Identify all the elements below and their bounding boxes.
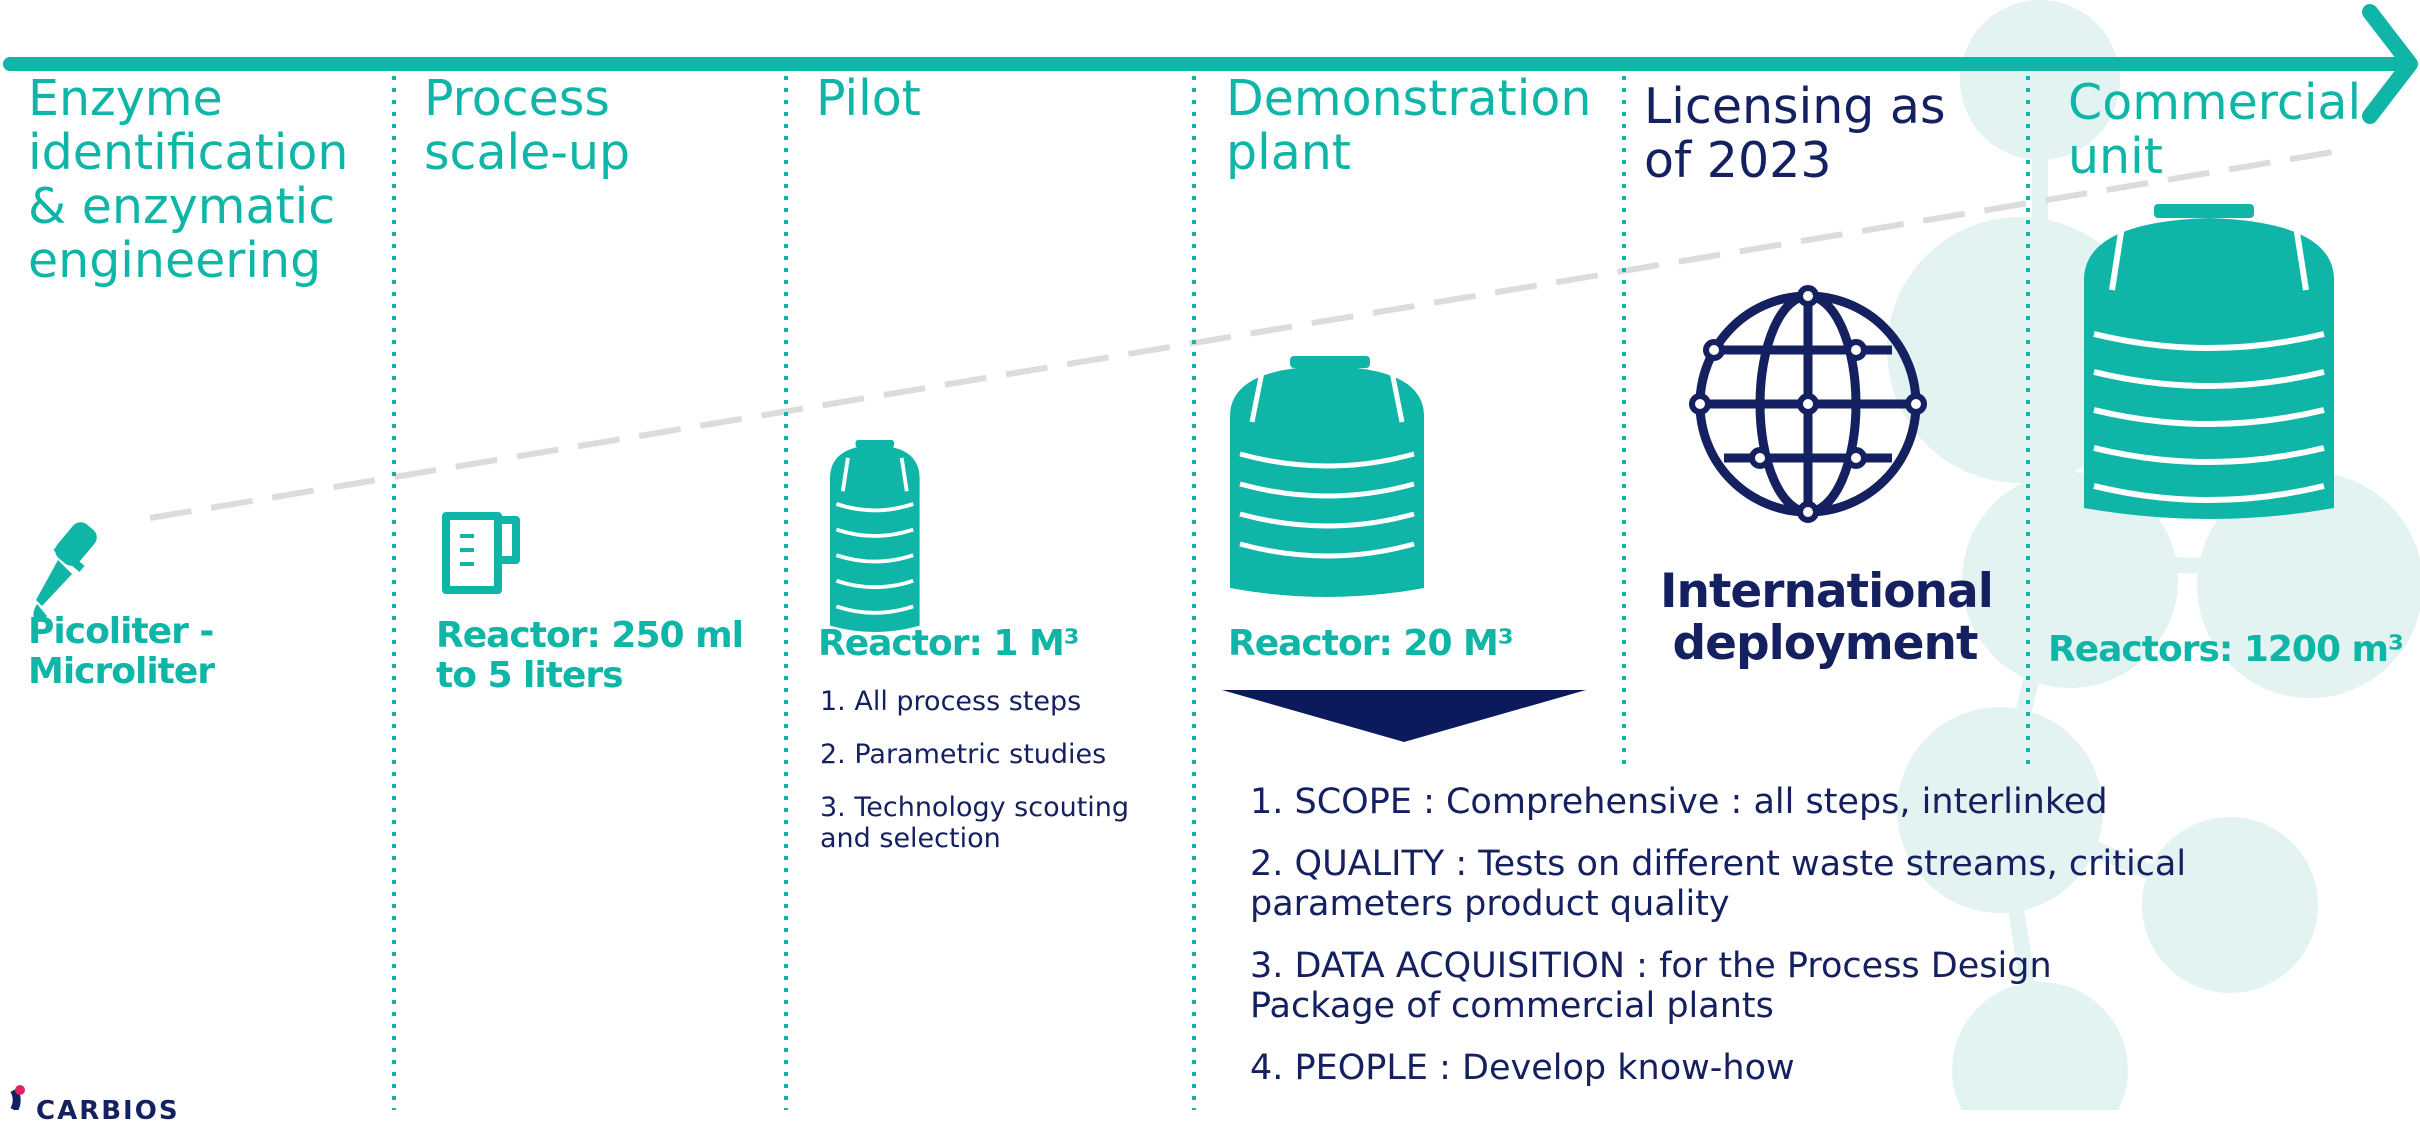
scale-label-commercial: Reactors: 1200 m³ (2048, 629, 2404, 670)
outcomes-pointer (1222, 690, 1586, 742)
beaker-icon (442, 512, 520, 594)
pilot-step: 3. Technology scouting and selection (820, 792, 1130, 854)
pilot-step: 1. All process steps (820, 686, 1082, 717)
scale-label-licensing: International deployment (1660, 564, 1994, 671)
timeline-arrow-head (2362, 4, 2418, 124)
outcome-item: 3. DATA ACQUISITION : for the Process De… (1250, 946, 2052, 1026)
stage-separators (392, 76, 2030, 1110)
scale-label-enzyme: Picoliter - Microliter (28, 611, 215, 692)
demonstration-tank-icon (1230, 356, 1424, 597)
stage-title-enzyme: Enzyme identification & enzymatic engine… (28, 70, 349, 289)
logo-mark-icon (10, 1085, 25, 1110)
stage-title-commercial: Commercial unit (2068, 74, 2362, 185)
commercial-tank-icon (2084, 204, 2334, 519)
pilot-step: 2. Parametric studies (820, 739, 1107, 770)
stage-title-demonstration: Demonstration plant (1226, 70, 1592, 181)
scale-label-process: Reactor: 250 ml to 5 liters (436, 615, 744, 696)
outcome-item: 1. SCOPE : Comprehensive : all steps, in… (1250, 782, 2108, 822)
outcome-item: 4. PEOPLE : Develop know-how (1250, 1048, 1795, 1088)
pipette-icon (33, 522, 97, 622)
demonstration-outcomes-list: 1. SCOPE : Comprehensive : all steps, in… (1250, 782, 2200, 1110)
stage-title-licensing: Licensing as of 2023 (1644, 78, 1946, 189)
scale-label-pilot: Reactor: 1 M³ (818, 623, 1080, 664)
outcome-item: 2. QUALITY : Tests on different waste st… (1250, 844, 2187, 924)
stage-title-pilot: Pilot (816, 70, 921, 127)
scale-label-demonstration: Reactor: 20 M³ (1228, 623, 1514, 664)
stage-title-process: Process scale-up (424, 70, 631, 181)
globe-network-icon (1689, 285, 1927, 523)
pilot-tank-icon (830, 440, 920, 632)
pilot-steps-list: 1. All process steps 2. Parametric studi… (820, 686, 1170, 876)
company-logo-text: CARBIOS (36, 1096, 180, 1126)
